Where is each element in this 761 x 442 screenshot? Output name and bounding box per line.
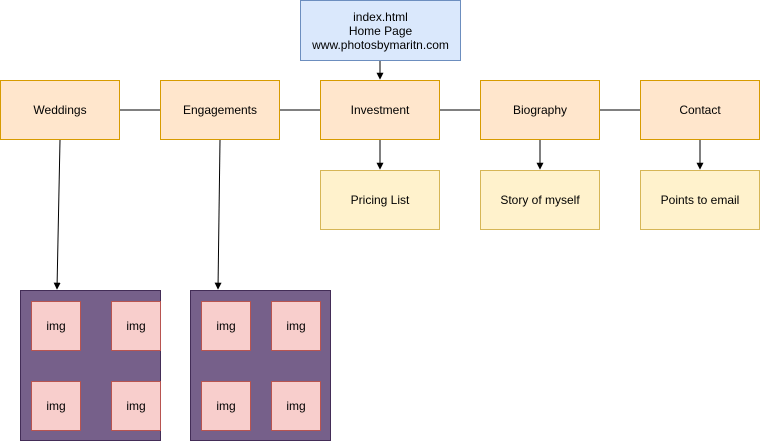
home-title: Home Page <box>348 23 413 38</box>
pricing-list-node[interactable]: Pricing List <box>320 170 440 230</box>
biography-page-node[interactable]: Biography <box>480 80 600 140</box>
gallery-thumbnail[interactable]: img <box>31 301 81 351</box>
gallery-thumbnail[interactable]: img <box>271 301 321 351</box>
gallery-thumbnail[interactable]: img <box>271 381 321 431</box>
home-filename: index.html <box>353 9 408 24</box>
engagements-page-node[interactable]: Engagements <box>160 80 280 140</box>
weddings-page-node[interactable]: Weddings <box>0 80 120 140</box>
home-url: www.photosbymaritn.com <box>312 37 449 52</box>
weddings-gallery: img img img img <box>20 290 161 441</box>
gallery-thumbnail[interactable]: img <box>201 301 251 351</box>
gallery-thumbnail[interactable]: img <box>111 381 161 431</box>
arrow-engagements-gallery <box>214 139 222 290</box>
gallery-thumbnail[interactable]: img <box>31 381 81 431</box>
engagements-gallery: img img img img <box>190 290 331 441</box>
arrow-weddings-gallery <box>53 139 61 290</box>
story-node[interactable]: Story of myself <box>480 170 600 230</box>
contact-page-node[interactable]: Contact <box>640 80 760 140</box>
home-page-node[interactable]: index.html Home Page www.photosbymaritn.… <box>300 0 461 61</box>
email-node[interactable]: Points to email <box>640 170 760 230</box>
investment-page-node[interactable]: Investment <box>320 80 440 140</box>
gallery-thumbnail[interactable]: img <box>201 381 251 431</box>
gallery-thumbnail[interactable]: img <box>111 301 161 351</box>
